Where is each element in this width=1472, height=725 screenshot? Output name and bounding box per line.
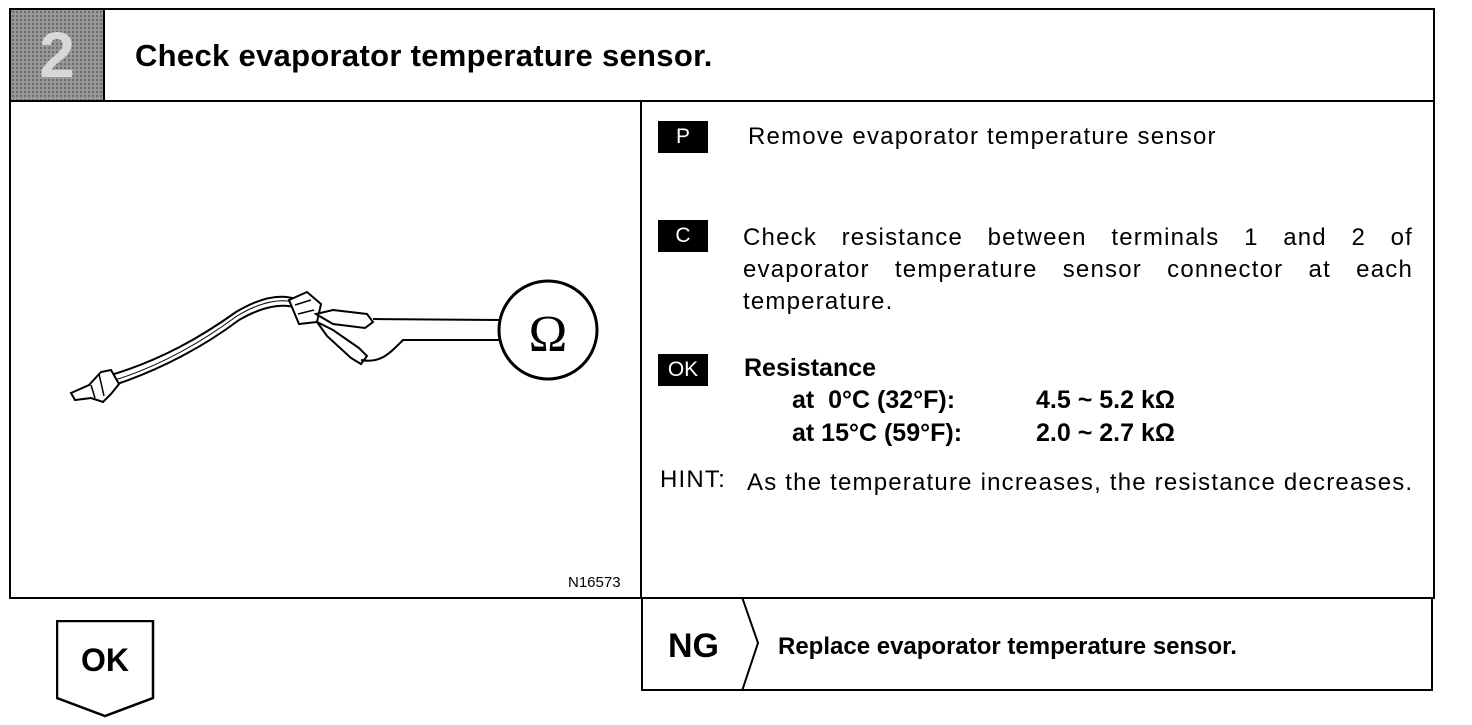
ng-result-action: Replace evaporator temperature sensor. (778, 633, 1237, 660)
step-title: Check evaporator temperature sensor. (135, 38, 713, 73)
ok-result-arrow (55, 619, 156, 725)
ok-tag: OK (658, 354, 708, 386)
sensor-illustration: Ω (11, 102, 639, 598)
spec-condition-15c: at 15°C (59°F): (792, 419, 963, 447)
step-number: 2 (39, 19, 75, 91)
ohmmeter-sensor-drawing: Ω (69, 279, 599, 404)
ok-result-label: OK (81, 642, 129, 678)
hint-label: HINT: (660, 466, 726, 493)
figure-code: N16573 (568, 574, 621, 591)
hint-text: As the temperature increases, the resist… (747, 469, 1414, 496)
c-tag: C (658, 220, 708, 252)
ng-result-label: NG (668, 627, 719, 665)
ohm-symbol: Ω (529, 306, 568, 363)
column-divider (640, 101, 642, 599)
step-header (9, 8, 1435, 102)
spec-value-0c: 4.5 ~ 5.2 kΩ (1036, 386, 1175, 414)
ng-result-box (641, 597, 1433, 691)
spec-condition-0c: at 0°C (32°F): (792, 386, 956, 414)
step-number-box (11, 10, 105, 100)
p-tag: P (658, 121, 708, 153)
resistance-heading: Resistance (744, 354, 877, 382)
ng-chevron-icon (741, 597, 760, 691)
remove-instruction: Remove evaporator temperature sensor (748, 123, 1217, 150)
spec-value-15c: 2.0 ~ 2.7 kΩ (1036, 419, 1175, 447)
check-instruction: Check resistance between terminals 1 and… (743, 224, 1413, 315)
